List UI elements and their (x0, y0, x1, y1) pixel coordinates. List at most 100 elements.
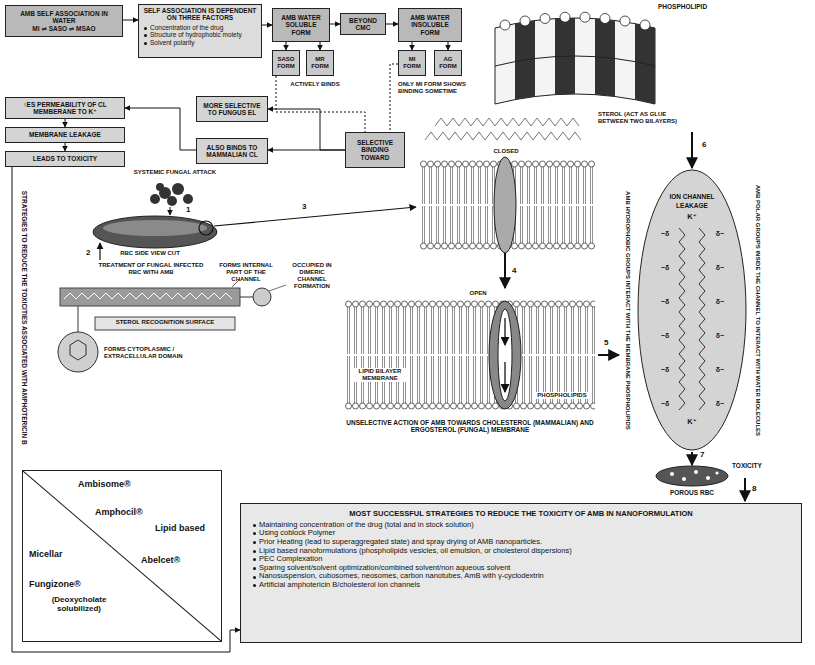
box-text: ALSO BINDS TO MAMMALIAN CL (200, 144, 264, 159)
box-heading: MOST SUCCESSFUL STRATEGIES TO REDUCE THE… (251, 510, 791, 519)
annotation: CLOSED (488, 148, 524, 155)
annotation: PHOSPHOLIPID (658, 3, 718, 10)
callout-number: 1 (186, 205, 196, 214)
annotation: TOXICITY (732, 462, 777, 469)
callout-number: 8 (752, 484, 762, 493)
bullet-item: Solvent polarity (142, 39, 258, 46)
closed-channel (494, 157, 516, 253)
amb-chain (699, 228, 705, 410)
annotation: K⁺ (680, 418, 704, 427)
lipid-heads (500, 12, 650, 30)
lipid-head (560, 12, 570, 22)
flow-arrow (448, 42, 449, 50)
pore (670, 472, 674, 476)
flow-arrow (268, 109, 345, 150)
factor-box: SELF ASSOCIATION IS DEPENDENT ON THREE F… (138, 4, 262, 58)
carboxyl-group (253, 288, 271, 306)
bullet-item: Maintaining concentration of the drug (t… (251, 521, 791, 530)
annotation: STEROL RECOGNITION SURFACE (95, 319, 235, 326)
annotation: K⁺ (680, 213, 704, 222)
form-box: SASO FORM (272, 50, 300, 76)
box-text: MEMBRANE LEAKAGE (9, 131, 121, 138)
step-arrow (170, 207, 171, 215)
fungal-cell (172, 183, 184, 195)
bond (240, 297, 253, 298)
info-box: AMB SELF ASSOCIATION IN WATERMI ⇌ SASO ⇌… (5, 5, 123, 37)
polyene-bonds (64, 293, 232, 299)
lipid-head (540, 14, 550, 24)
vertical-caption: AMB HYDROPHOBIC GROUPS INTERACT WITH THE… (625, 175, 632, 445)
step-arrow (504, 253, 506, 288)
box-text: LEADS TO TOXICITY (9, 155, 121, 162)
formulation-name: (Deoxycholate solubilized) (29, 595, 129, 613)
bullet-item: Lipid based nanoformulations (phospholip… (251, 547, 791, 556)
cmc-box: BEYOND CMC (340, 13, 386, 35)
step-arrow (214, 207, 416, 226)
callout-number: 4 (512, 266, 522, 275)
dotted-connector (390, 64, 398, 132)
lipid-head (640, 20, 650, 30)
flow-arrow (65, 119, 66, 127)
charge-symbol: −δ (656, 332, 674, 340)
annotation: TREATMENT OF FUNGAL INFECTED RBC WITH AM… (95, 262, 207, 276)
amb-chain (425, 132, 581, 140)
box-text: BEYOND CMC (344, 17, 382, 32)
flow-arrow (286, 42, 287, 50)
form-box: AMB WATER INSOLUBLE FORM (398, 8, 462, 42)
rbc (93, 216, 217, 248)
bullet-item: Concentration of the drug (142, 24, 258, 31)
bullet-item: Prior Heating (lead to superaggregated s… (251, 538, 791, 547)
zoom-ring (199, 221, 213, 235)
amb-chain (679, 228, 685, 410)
flow-arrow (330, 24, 340, 25)
charge-symbol: −δ (656, 230, 674, 238)
ion-channel (638, 170, 746, 450)
sugar-domain (58, 332, 98, 372)
box-text: MI FORM (402, 56, 422, 70)
selectivity-box: MORE SELECTIVE TO FUNGUS EL (196, 96, 268, 122)
charge-symbol: −δ (656, 400, 674, 408)
callout-number: 6 (702, 140, 712, 149)
box-text: AMB SELF ASSOCIATION IN WATER (9, 10, 119, 25)
annotation: ACTIVELY BINDS (286, 81, 344, 88)
vertical-caption: AMB POLAR GROUPS INSIDE THE CHANNEL TO I… (755, 175, 762, 445)
charge-symbol: δ− (711, 264, 729, 272)
box-text: MORE SELECTIVE TO FUNGUS EL (200, 102, 264, 117)
flow-arrow (12, 167, 240, 652)
charge-symbol: δ− (711, 366, 729, 374)
box-heading: SELF ASSOCIATION IS DEPENDENT ON THREE F… (142, 7, 258, 22)
bilayer-arc (495, 18, 655, 104)
annotation: FORMS CYTOPLASMIC / EXTRACELLULAR DOMAIN (104, 346, 200, 360)
step-arrow (691, 452, 693, 465)
formulation-name: Fungizone® (29, 579, 81, 589)
box-text: SASO FORM (276, 56, 296, 70)
form-box: MR FORM (306, 50, 334, 76)
bullet-item: Sparing solvent/solvent optimization/com… (251, 564, 791, 573)
flow-arrow (125, 108, 196, 150)
box-text: AG FORM (438, 56, 458, 70)
lipid-leaflet (345, 355, 595, 410)
fungal-cell (150, 194, 160, 204)
pore (715, 471, 718, 474)
form-box: AMB WATER SOLUBLE FORM (272, 8, 330, 42)
lipid-head (580, 12, 590, 22)
callout-number: 3 (302, 202, 312, 211)
box-text: SELECTIVE BINDING TOWARD (349, 139, 401, 161)
vertical-caption: STRATEGIES TO REDUCE THE TOXICITIES ASSO… (20, 173, 27, 463)
sterol-surface (95, 317, 235, 330)
flow-arrow (386, 24, 398, 25)
flow-arrow (65, 143, 66, 151)
formulation-name: Micellar (29, 549, 63, 559)
box-text: ↑ES PERMEABILITY OF CL MEMBERANE TO K⁺ (9, 101, 121, 116)
annotation: LEAKAGE (662, 202, 722, 209)
pore (682, 477, 686, 481)
pore (694, 470, 698, 474)
annotation: RBC SIDE VIEW CUT (110, 250, 190, 257)
fungal-cell (156, 183, 164, 191)
flow-arrow (504, 362, 506, 392)
flow-arrow (262, 25, 272, 26)
flow-arrow (268, 150, 345, 151)
porous-rbc (656, 466, 728, 486)
fungal-cells (150, 183, 193, 206)
lipid-head (500, 20, 510, 30)
